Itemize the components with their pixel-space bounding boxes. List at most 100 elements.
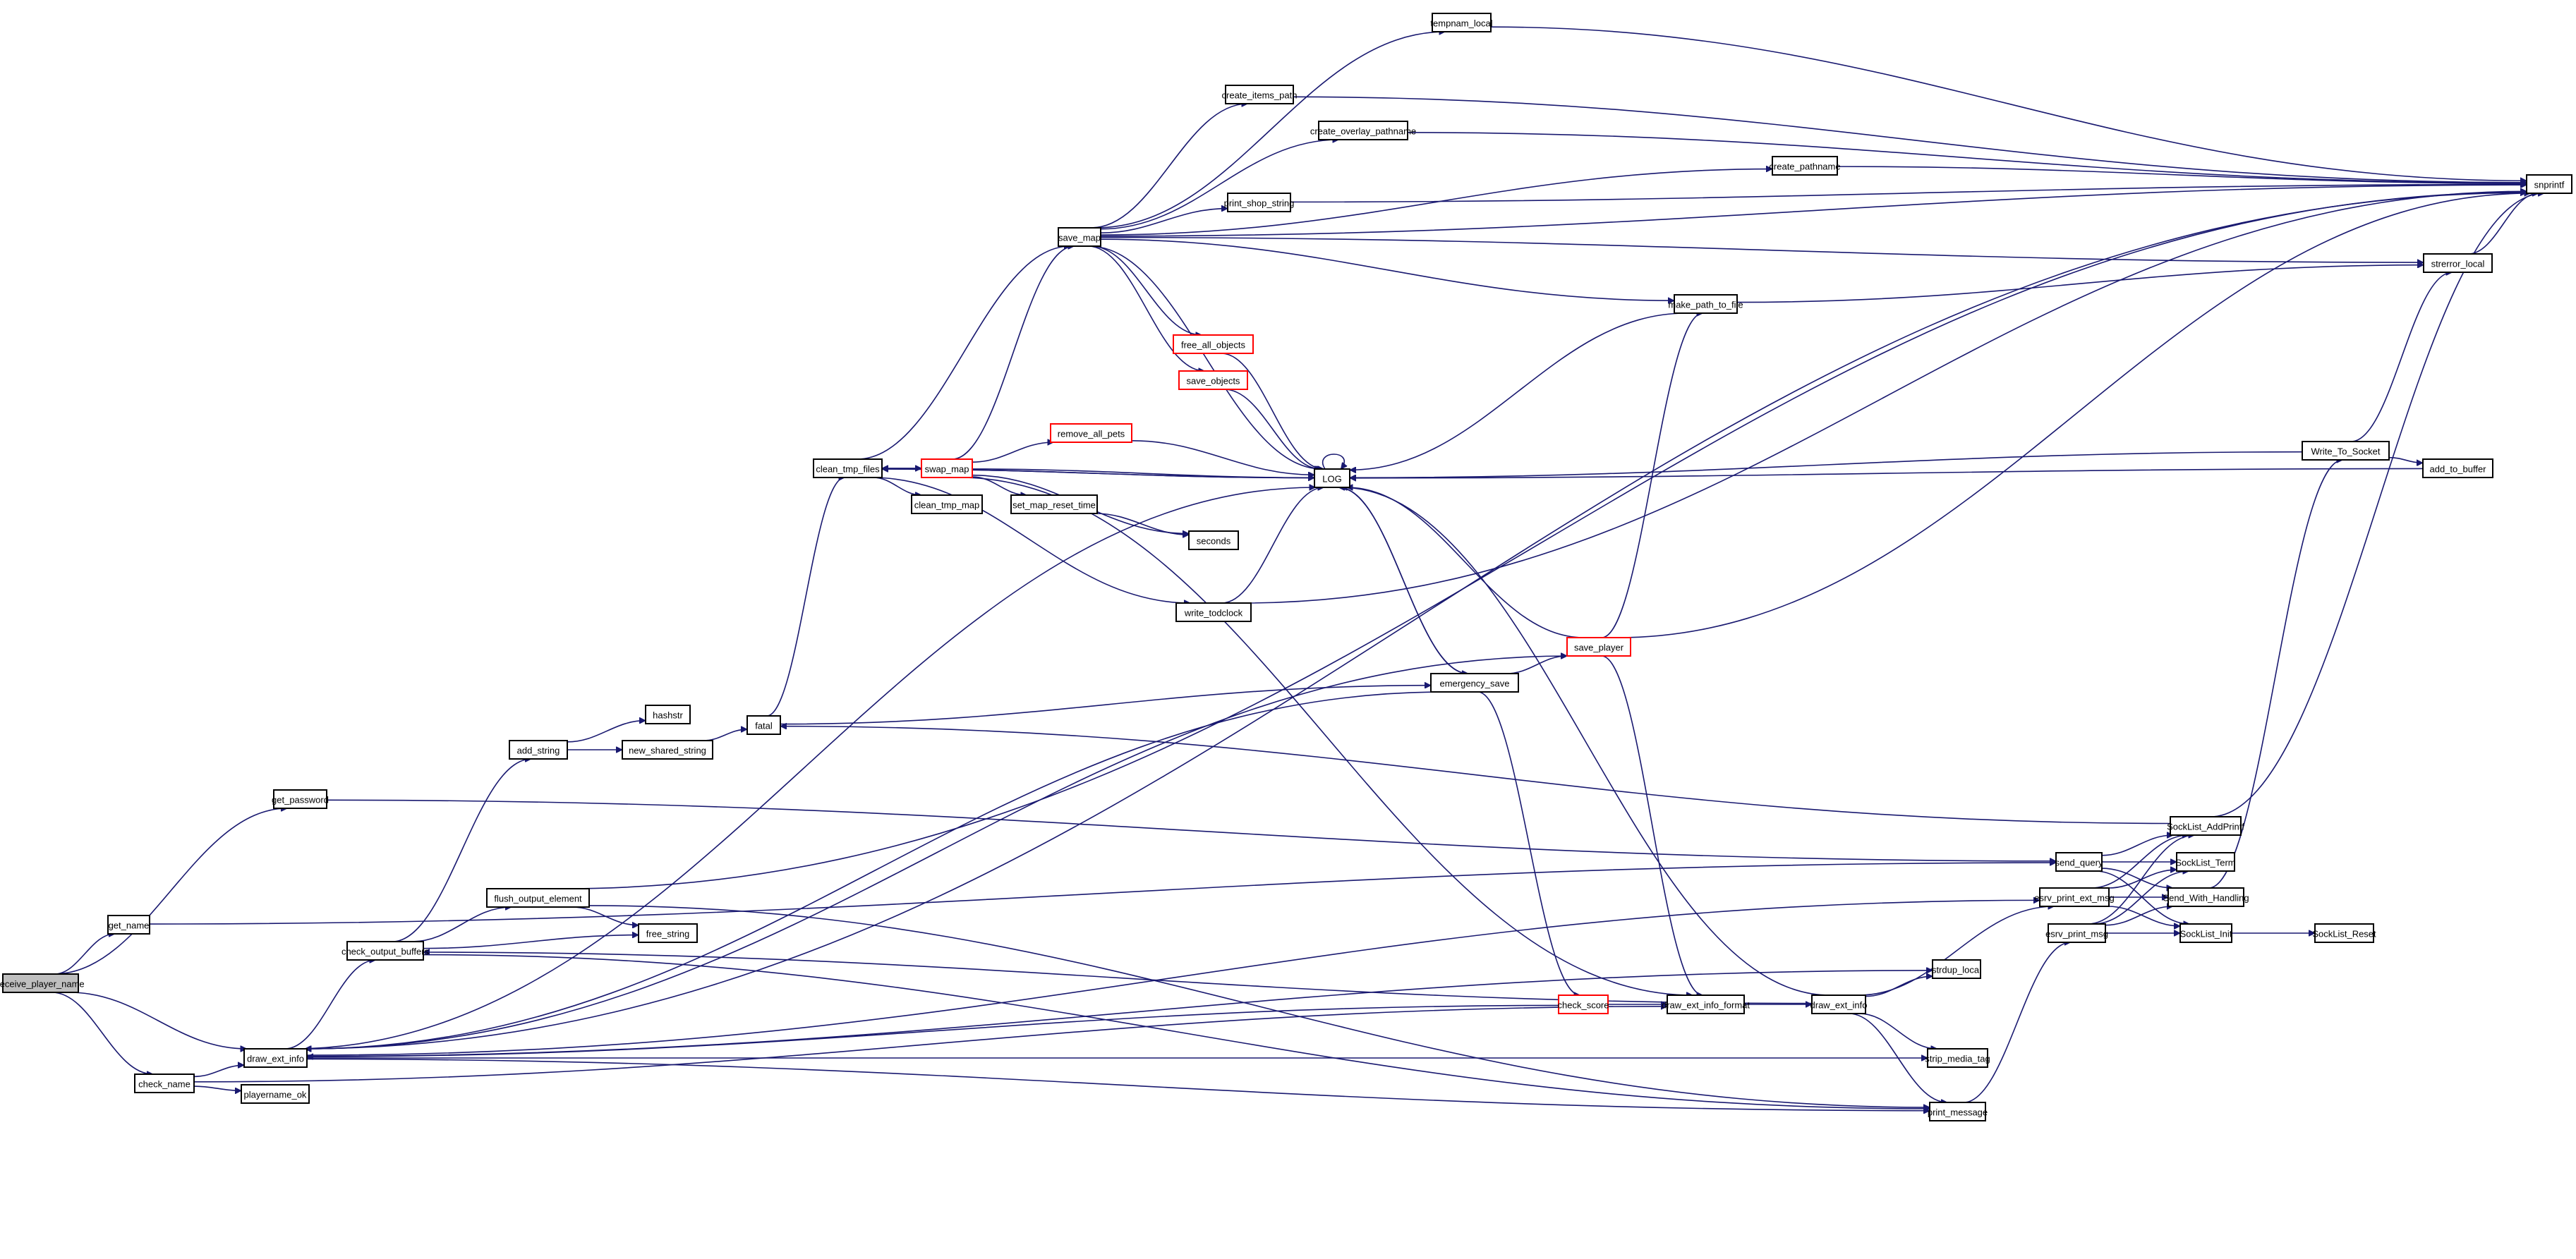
node-fatal[interactable]: fatal [746, 715, 781, 735]
node-draw_ext_info_format[interactable]: draw_ext_info_format [1662, 995, 1750, 1014]
node-box[interactable] [509, 740, 568, 760]
node-Send_With_Handling[interactable]: Send_With_Handling [2163, 887, 2249, 907]
node-check_name[interactable]: check_name [134, 1074, 195, 1093]
node-box[interactable] [1932, 959, 1981, 979]
node-box[interactable] [1929, 1102, 1986, 1121]
node-box[interactable] [2179, 923, 2232, 943]
node-get_password[interactable]: get_password [272, 789, 329, 809]
node-box[interactable] [1566, 637, 1631, 657]
node-box[interactable] [645, 705, 691, 724]
node-box[interactable] [921, 458, 973, 478]
node-box[interactable] [1811, 995, 1866, 1014]
node-draw_ext_info_r[interactable]: draw_ext_info [1810, 995, 1868, 1014]
node-box[interactable] [2526, 174, 2572, 194]
node-box[interactable] [1674, 294, 1738, 314]
node-create_pathname[interactable]: create_pathname [1769, 156, 1841, 176]
node-draw_ext_info_l[interactable]: draw_ext_info [243, 1048, 308, 1068]
node-box[interactable] [1173, 334, 1254, 354]
node-write_todclock[interactable]: write_todclock [1175, 602, 1252, 622]
node-box[interactable] [1927, 1048, 1988, 1068]
node-save_objects[interactable]: save_objects [1178, 370, 1248, 390]
node-box[interactable] [1318, 121, 1408, 140]
node-set_map_reset_time[interactable]: set_map_reset_time [1010, 494, 1098, 514]
node-strip_media_tag[interactable]: strip_media_tag [1925, 1048, 1990, 1068]
node-box[interactable] [1225, 85, 1294, 104]
node-check_score[interactable]: check_score [1558, 995, 1609, 1014]
node-swap_map[interactable]: swap_map [921, 458, 973, 478]
node-box[interactable] [346, 941, 424, 961]
node-box[interactable] [1178, 370, 1248, 390]
node-box[interactable] [107, 915, 150, 935]
node-box[interactable] [2170, 816, 2242, 836]
node-box[interactable] [1050, 423, 1132, 443]
node-check_output_buffers[interactable]: check_output_buffers [341, 941, 430, 961]
node-strdup_local[interactable]: strdup_local [1932, 959, 1981, 979]
node-add_string[interactable]: add_string [509, 740, 568, 760]
node-clean_tmp_map[interactable]: clean_tmp_map [911, 494, 983, 514]
node-remove_all_pets[interactable]: remove_all_pets [1050, 423, 1132, 443]
node-clean_tmp_files[interactable]: clean_tmp_files [813, 458, 883, 478]
node-box[interactable] [1058, 227, 1101, 247]
node-box[interactable] [1558, 995, 1609, 1014]
node-box[interactable] [2302, 441, 2390, 461]
node-box[interactable] [1667, 995, 1745, 1014]
node-box[interactable] [486, 888, 590, 908]
node-box[interactable] [1772, 156, 1838, 176]
node-playername_ok[interactable]: playername_ok [241, 1084, 310, 1104]
node-seconds[interactable]: seconds [1188, 530, 1239, 550]
node-hashstr[interactable]: hashstr [645, 705, 691, 724]
node-box[interactable] [813, 458, 883, 478]
node-strerror_local[interactable]: strerror_local [2423, 253, 2493, 273]
node-box[interactable] [2423, 253, 2493, 273]
node-box[interactable] [2167, 887, 2244, 907]
node-box[interactable] [911, 494, 983, 514]
node-send_query[interactable]: send_query [2055, 852, 2103, 872]
node-add_to_buffer[interactable]: add_to_buffer [2422, 458, 2493, 478]
node-SockList_Reset[interactable]: SockList_Reset [2312, 923, 2376, 943]
node-free_all_objects[interactable]: free_all_objects [1173, 334, 1254, 354]
node-save_player[interactable]: save_player [1566, 637, 1631, 657]
node-box[interactable] [243, 1048, 308, 1068]
node-box[interactable] [1188, 530, 1239, 550]
node-snprintf[interactable]: snprintf [2526, 174, 2572, 194]
node-box[interactable] [273, 789, 327, 809]
node-flush_output_element[interactable]: flush_output_element [486, 888, 590, 908]
node-Write_To_Socket[interactable]: Write_To_Socket [2302, 441, 2390, 461]
node-box[interactable] [746, 715, 781, 735]
node-esrv_print_msg[interactable]: esrv_print_msg [2045, 923, 2108, 943]
node-make_path_to_file[interactable]: make_path_to_file [1668, 294, 1743, 314]
node-emergency_save[interactable]: emergency_save [1430, 673, 1519, 693]
node-box[interactable] [1430, 673, 1519, 693]
node-box[interactable] [2039, 887, 2110, 907]
node-box[interactable] [1175, 602, 1252, 622]
node-receive_player_name[interactable]: receive_player_name [0, 973, 85, 993]
node-LOG[interactable]: LOG [1314, 468, 1350, 488]
node-print_message[interactable]: print_message [1928, 1102, 1988, 1121]
node-box[interactable] [1314, 468, 1350, 488]
node-box[interactable] [2422, 458, 2493, 478]
node-free_string[interactable]: free_string [638, 923, 698, 943]
node-tempnam_local[interactable]: tempnam_local [1430, 13, 1493, 32]
node-box[interactable] [622, 740, 713, 760]
node-SockList_AddPrintf[interactable]: SockList_AddPrintf [2167, 816, 2244, 836]
node-esrv_print_ext_msg[interactable]: esrv_print_ext_msg [2034, 887, 2115, 907]
node-box[interactable] [2048, 923, 2106, 943]
node-SockList_Term[interactable]: SockList_Term [2175, 852, 2236, 872]
node-create_overlay_pathname[interactable]: create_overlay_pathname [1310, 121, 1416, 140]
node-box[interactable] [2055, 852, 2103, 872]
node-save_map[interactable]: save_map [1058, 227, 1101, 247]
node-box[interactable] [1432, 13, 1492, 32]
node-box[interactable] [2314, 923, 2374, 943]
node-box[interactable] [1227, 193, 1291, 212]
node-SockList_Init[interactable]: SockList_Init [2179, 923, 2232, 943]
node-new_shared_string[interactable]: new_shared_string [622, 740, 713, 760]
node-print_shop_string[interactable]: print_shop_string [1224, 193, 1295, 212]
node-box[interactable] [2, 973, 79, 993]
node-box[interactable] [2176, 852, 2235, 872]
node-box[interactable] [638, 923, 698, 943]
node-box[interactable] [134, 1074, 195, 1093]
node-create_items_path[interactable]: create_items_path [1222, 85, 1298, 104]
node-get_name[interactable]: get_name [107, 915, 150, 935]
node-box[interactable] [1010, 494, 1098, 514]
node-box[interactable] [241, 1084, 310, 1104]
